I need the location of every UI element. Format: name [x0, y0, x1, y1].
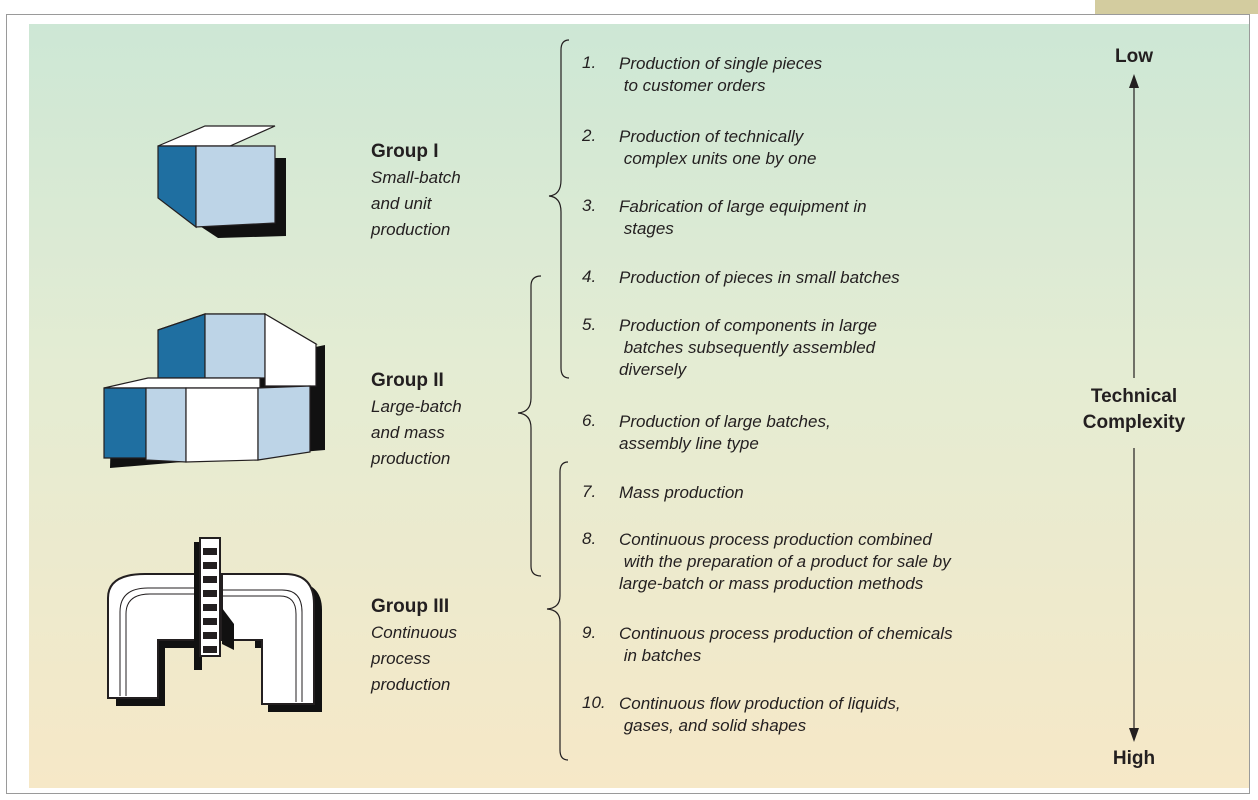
item-4-number: 4. [582, 267, 597, 286]
group-title: Group III [371, 596, 450, 617]
group-title: Group II [371, 370, 444, 391]
arrow-up-icon [1129, 74, 1139, 88]
item-10-text: Continuous flow production of liquids, g… [619, 694, 901, 735]
item-3-number: 3. [582, 196, 597, 215]
item-6-number: 6. [582, 411, 597, 430]
item-8-text: Continuous process production combined w… [619, 530, 951, 593]
item-10-number: 10. [582, 693, 606, 712]
axis-title: Technical Complexity [1082, 386, 1186, 433]
item-7-number: 7. [582, 482, 597, 501]
group-1-label: Group I Small-batch and unit production [371, 141, 471, 243]
item-5-text: Production of components in large batche… [619, 316, 877, 379]
axis-low-label: Low [1115, 46, 1153, 67]
item-2-number: 2. [582, 126, 597, 145]
item-6-text: Production of large batches, assembly li… [619, 412, 831, 453]
group-subtitle: Small-batch and unit production [371, 168, 461, 239]
brace-group-3 [546, 461, 569, 761]
item-3-text: Fabrication of large equipment in stages [619, 197, 867, 238]
braces [517, 39, 570, 761]
item-9-text: Continuous process production of chemica… [619, 624, 953, 665]
item-5-number: 5. [582, 315, 597, 334]
pipe-icon [107, 537, 322, 712]
group-subtitle: Continuous process production [371, 623, 458, 694]
axis-high-label: High [1112, 748, 1156, 769]
item-8-number: 8. [582, 529, 597, 548]
group-subtitle: Large-batch and mass production [371, 397, 462, 468]
stacked-boxes-icon [103, 312, 325, 468]
group-2-label: Group II Large-batch and mass production [371, 370, 481, 472]
item-7-text: Mass production [619, 483, 744, 502]
group-title: Group I [371, 141, 439, 162]
complexity-axis [1129, 74, 1139, 742]
brace-group-1 [548, 39, 570, 379]
item-2-text: Production of technically complex units … [619, 127, 817, 168]
item-1-text: Production of single pieces to customer … [619, 54, 823, 95]
item-1-number: 1. [582, 53, 597, 72]
small-box-icon [157, 125, 286, 238]
group-3-label: Group III Continuous process production [371, 596, 466, 698]
item-9-number: 9. [582, 623, 597, 642]
top-color-band [1095, 0, 1258, 14]
arrow-down-icon [1129, 728, 1139, 742]
brace-group-2 [517, 275, 542, 577]
item-4-text: Production of pieces in small batches [619, 268, 900, 287]
